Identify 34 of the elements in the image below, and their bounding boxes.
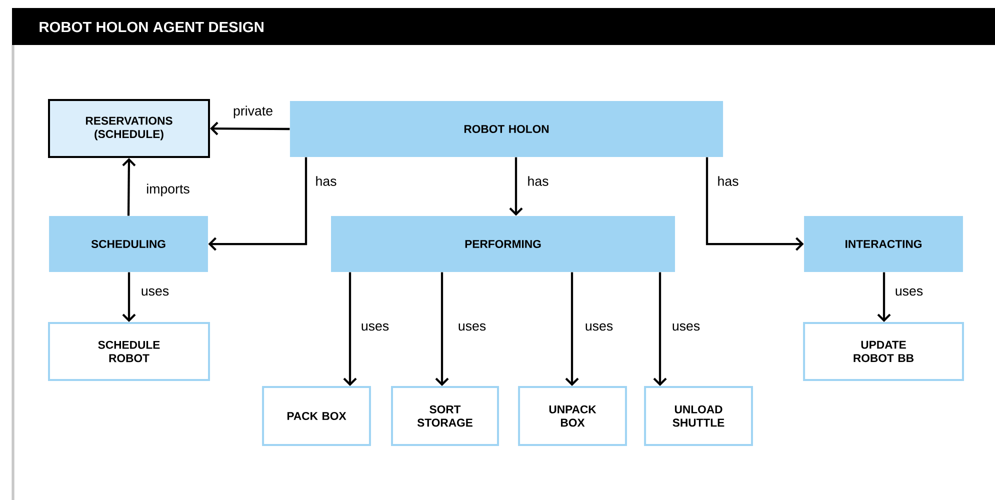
arrow: [877, 272, 891, 322]
edge-label: uses: [456, 322, 488, 332]
edge-label: has: [314, 174, 338, 188]
process-box: PACK BOX: [262, 386, 371, 446]
arrow: [122, 272, 136, 322]
edge-label: has: [716, 174, 740, 188]
edge-label: uses: [894, 287, 924, 297]
process-box: ROBOT HOLON: [290, 101, 724, 157]
process-box: UNPACK BOX: [518, 386, 627, 446]
process-box: SCHEDULING: [49, 216, 208, 272]
arrow: [706, 157, 804, 251]
process-box: INTERACTING: [804, 216, 963, 272]
edge-label: uses: [584, 322, 614, 332]
edge-label: uses: [360, 322, 390, 332]
process-box: SCHEDULE ROBOT: [48, 322, 210, 382]
arrow: [565, 272, 579, 386]
arrow: [122, 158, 136, 216]
arrow: [653, 272, 667, 386]
edge-label: uses: [140, 287, 170, 297]
arrow: [208, 157, 308, 251]
process-box: RESERVATIONS (SCHEDULE): [48, 98, 210, 158]
arrow: [509, 157, 523, 216]
edge-label: imports: [144, 182, 192, 198]
title-bar: ROBOT HOLON AGENT DESIGN: [12, 8, 995, 45]
arrow: [343, 272, 357, 386]
edge-label: private: [232, 104, 274, 120]
process-box: SORT STORAGE: [391, 386, 499, 446]
process-box: PERFORMING: [331, 216, 675, 272]
edge-label: has: [526, 174, 550, 188]
process-box: UNLOAD SHUTTLE: [644, 386, 753, 446]
arrow: [210, 122, 290, 136]
arrow: [435, 272, 449, 386]
process-box: UPDATE ROBOT BB: [803, 322, 964, 382]
edge-label: uses: [670, 322, 702, 332]
